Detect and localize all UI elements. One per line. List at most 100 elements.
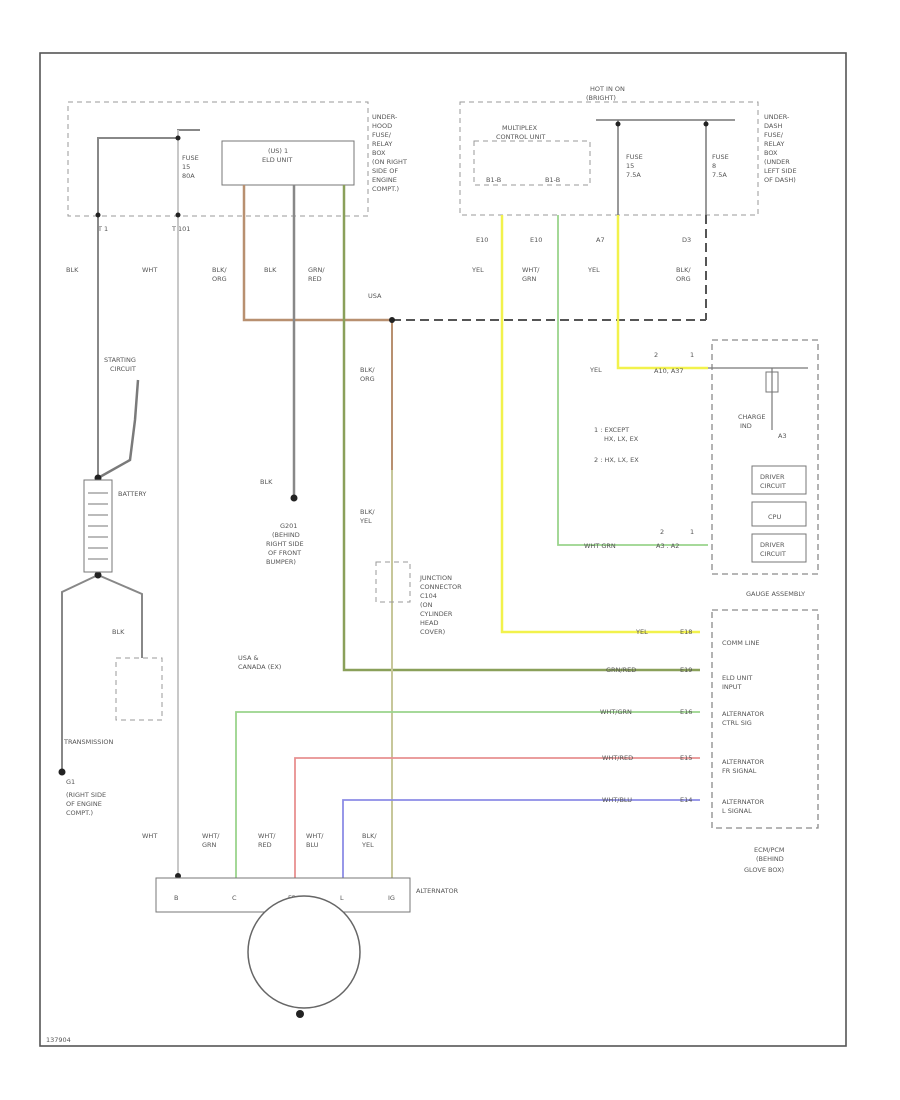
splice-dot — [703, 121, 709, 127]
underhood-fuse-box-label: UNDER- HOOD FUSE/ RELAY BOX (ON RIGHT SI… — [372, 113, 407, 193]
label-usa: USA — [368, 292, 382, 300]
svg-text:DRIVER: DRIVER — [760, 541, 785, 549]
svg-text:CPU: CPU — [768, 513, 781, 521]
label-blk: BLK — [66, 266, 79, 274]
label-blk-org-2: BLK/ — [360, 366, 375, 374]
svg-text:OF FRONT: OF FRONT — [268, 549, 301, 557]
svg-text:FR SIGNAL: FR SIGNAL — [722, 767, 757, 775]
label-blk-yel: BLK/ — [360, 508, 375, 516]
transmission — [115, 657, 163, 721]
gauge-row-alt-l: WHT/BLU E14 ALTERNATOR L SIGNAL — [602, 796, 765, 815]
fuse-15: FUSE 15 80A — [182, 154, 199, 180]
svg-text:7.5A: 7.5A — [626, 171, 641, 179]
splice-dot — [175, 135, 181, 141]
svg-text:(ON: (ON — [420, 601, 433, 609]
terminal-a7: A7 — [596, 236, 605, 244]
ground-g1-label: G1 (RIGHT SIDE OF ENGINE COMPT.) — [66, 778, 106, 817]
svg-text:RIGHT SIDE: RIGHT SIDE — [266, 540, 304, 548]
transmission-label: TRANSMISSION — [63, 738, 113, 746]
svg-text:CIRCUIT: CIRCUIT — [760, 550, 786, 558]
wire-blk-transmission — [97, 574, 143, 658]
svg-text:CIRCUIT: CIRCUIT — [110, 365, 136, 373]
svg-text:(BEHIND: (BEHIND — [272, 531, 300, 539]
svg-text:ORG: ORG — [212, 275, 227, 283]
svg-text:2: 2 — [654, 351, 658, 359]
alt-term-b: B — [174, 894, 178, 902]
svg-text:HOOD: HOOD — [372, 122, 392, 130]
svg-text:RED: RED — [258, 841, 272, 849]
eld-unit — [221, 140, 355, 186]
variant-notes: 1 : EXCEPT HX, LX, EX 2 : HX, LX, EX — [594, 426, 639, 464]
terminal-t101: T 101 — [171, 225, 190, 233]
gauge-row-alt-ctrl: WHT/GRN E16 ALTERNATOR CTRL SIG — [600, 708, 765, 727]
ground-g1-icon — [58, 768, 66, 776]
svg-text:DRIVER: DRIVER — [760, 473, 785, 481]
label-blk-4: BLK — [112, 628, 125, 636]
svg-text:G201: G201 — [280, 522, 297, 530]
gauge-row-eld-unit-input: GRN/RED E19 ELD UNIT INPUT — [606, 666, 752, 691]
label-wht-grn: WHT/ — [522, 266, 540, 274]
ecm-pcm-label: ECM/PCM (BEHIND GLOVE BOX) — [744, 846, 785, 874]
wire-yel-charge — [616, 215, 708, 370]
svg-text:E15: E15 — [680, 754, 692, 762]
svg-text:UNDER-: UNDER- — [372, 113, 398, 121]
svg-text:OF DASH): OF DASH) — [764, 176, 796, 184]
svg-text:HX, LX, EX: HX, LX, EX — [604, 435, 639, 443]
svg-text:2: 2 — [660, 528, 664, 536]
svg-text:RED: RED — [308, 275, 322, 283]
underdash-fuse-box-border — [459, 101, 759, 216]
pin-a3-a2: A3 . A2 — [656, 542, 679, 550]
label-blk-org: BLK/ — [212, 266, 227, 274]
terminal-e10b: E10 — [530, 236, 542, 244]
ground-g201-icon — [290, 494, 298, 502]
cpu — [751, 501, 807, 527]
svg-text:RELAY: RELAY — [764, 140, 784, 148]
svg-text:C104: C104 — [420, 592, 437, 600]
gauge-row-alt-fr: WHT/RED E15 ALTERNATOR FR SIGNAL — [602, 754, 765, 775]
gauge-row-comm-line: YEL E18 COMM LINE — [635, 628, 759, 647]
svg-text:15: 15 — [182, 163, 190, 171]
svg-text:8: 8 — [712, 162, 716, 170]
svg-text:E18: E18 — [680, 628, 692, 636]
label-blk-2: BLK — [264, 266, 277, 274]
alternator-body — [247, 895, 361, 1009]
battery-cells — [88, 492, 108, 560]
label-yel-2: YEL — [587, 266, 600, 274]
svg-text:CIRCUIT: CIRCUIT — [760, 482, 786, 490]
svg-text:1: 1 — [690, 351, 694, 359]
svg-text:WHT: WHT — [142, 832, 157, 840]
svg-text:FUSE: FUSE — [712, 153, 729, 161]
wire-yel-comm — [500, 215, 700, 634]
wire-blk-org-eld — [242, 185, 392, 322]
label-wht: WHT — [142, 266, 157, 274]
splice-dot — [615, 121, 621, 127]
wire-wht-red-fr — [294, 757, 700, 878]
driver-circuit-b — [751, 533, 807, 563]
svg-text:WHT/: WHT/ — [202, 832, 220, 840]
svg-text:E19: E19 — [680, 666, 692, 674]
junction-connector-body — [375, 561, 411, 603]
battery: BATTERY — [83, 479, 146, 573]
junction-connector-c104: JUNCTION CONNECTOR C104 (ON CYLINDER HEA… — [375, 561, 462, 636]
svg-text:80A: 80A — [182, 172, 195, 180]
label-blk-org-3: BLK/ — [676, 266, 691, 274]
svg-text:(BRIGHT): (BRIGHT) — [586, 94, 616, 102]
svg-text:ALTERNATOR: ALTERNATOR — [722, 758, 765, 766]
battery-label: BATTERY — [118, 490, 146, 498]
svg-text:ALTERNATOR: ALTERNATOR — [722, 710, 765, 718]
svg-text:(ON RIGHT: (ON RIGHT — [372, 158, 407, 166]
svg-text:BLU: BLU — [306, 841, 319, 849]
svg-text:DASH: DASH — [764, 122, 782, 130]
label-grn-red: GRN/ — [308, 266, 325, 274]
wire-starting-circuit — [97, 379, 140, 480]
ground-g201-label: G201 (BEHIND RIGHT SIDE OF FRONT BUMPER) — [266, 522, 304, 566]
svg-text:L SIGNAL: L SIGNAL — [722, 807, 752, 815]
terminal-d3: D3 — [682, 236, 691, 244]
charge-ind-label: CHARGE — [738, 413, 766, 421]
svg-text:COVER): COVER) — [420, 628, 445, 636]
svg-text:COMM LINE: COMM LINE — [722, 639, 759, 647]
starting-circuit: STARTING CIRCUIT — [104, 356, 136, 373]
svg-text:(RIGHT SIDE: (RIGHT SIDE — [66, 791, 106, 799]
svg-text:ORG: ORG — [676, 275, 691, 283]
